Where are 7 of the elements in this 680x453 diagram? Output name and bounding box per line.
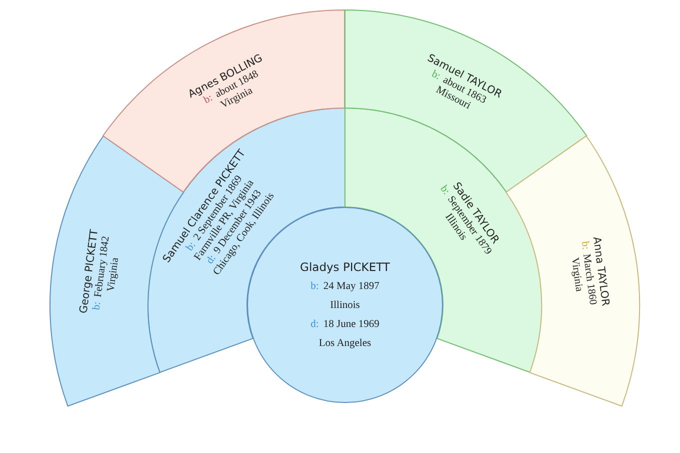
life-detail-text: Los Angeles (318, 337, 372, 351)
life-detail-text: Illinois (329, 299, 361, 313)
life-detail-text: b: 24 May 1897 (310, 280, 380, 294)
life-detail-text: Virginia (568, 256, 584, 294)
life-detail-text: d: 18 June 1969 (310, 318, 380, 332)
person-name: Gladys PICKETT (300, 259, 390, 276)
life-detail-text: Virginia (106, 256, 122, 292)
